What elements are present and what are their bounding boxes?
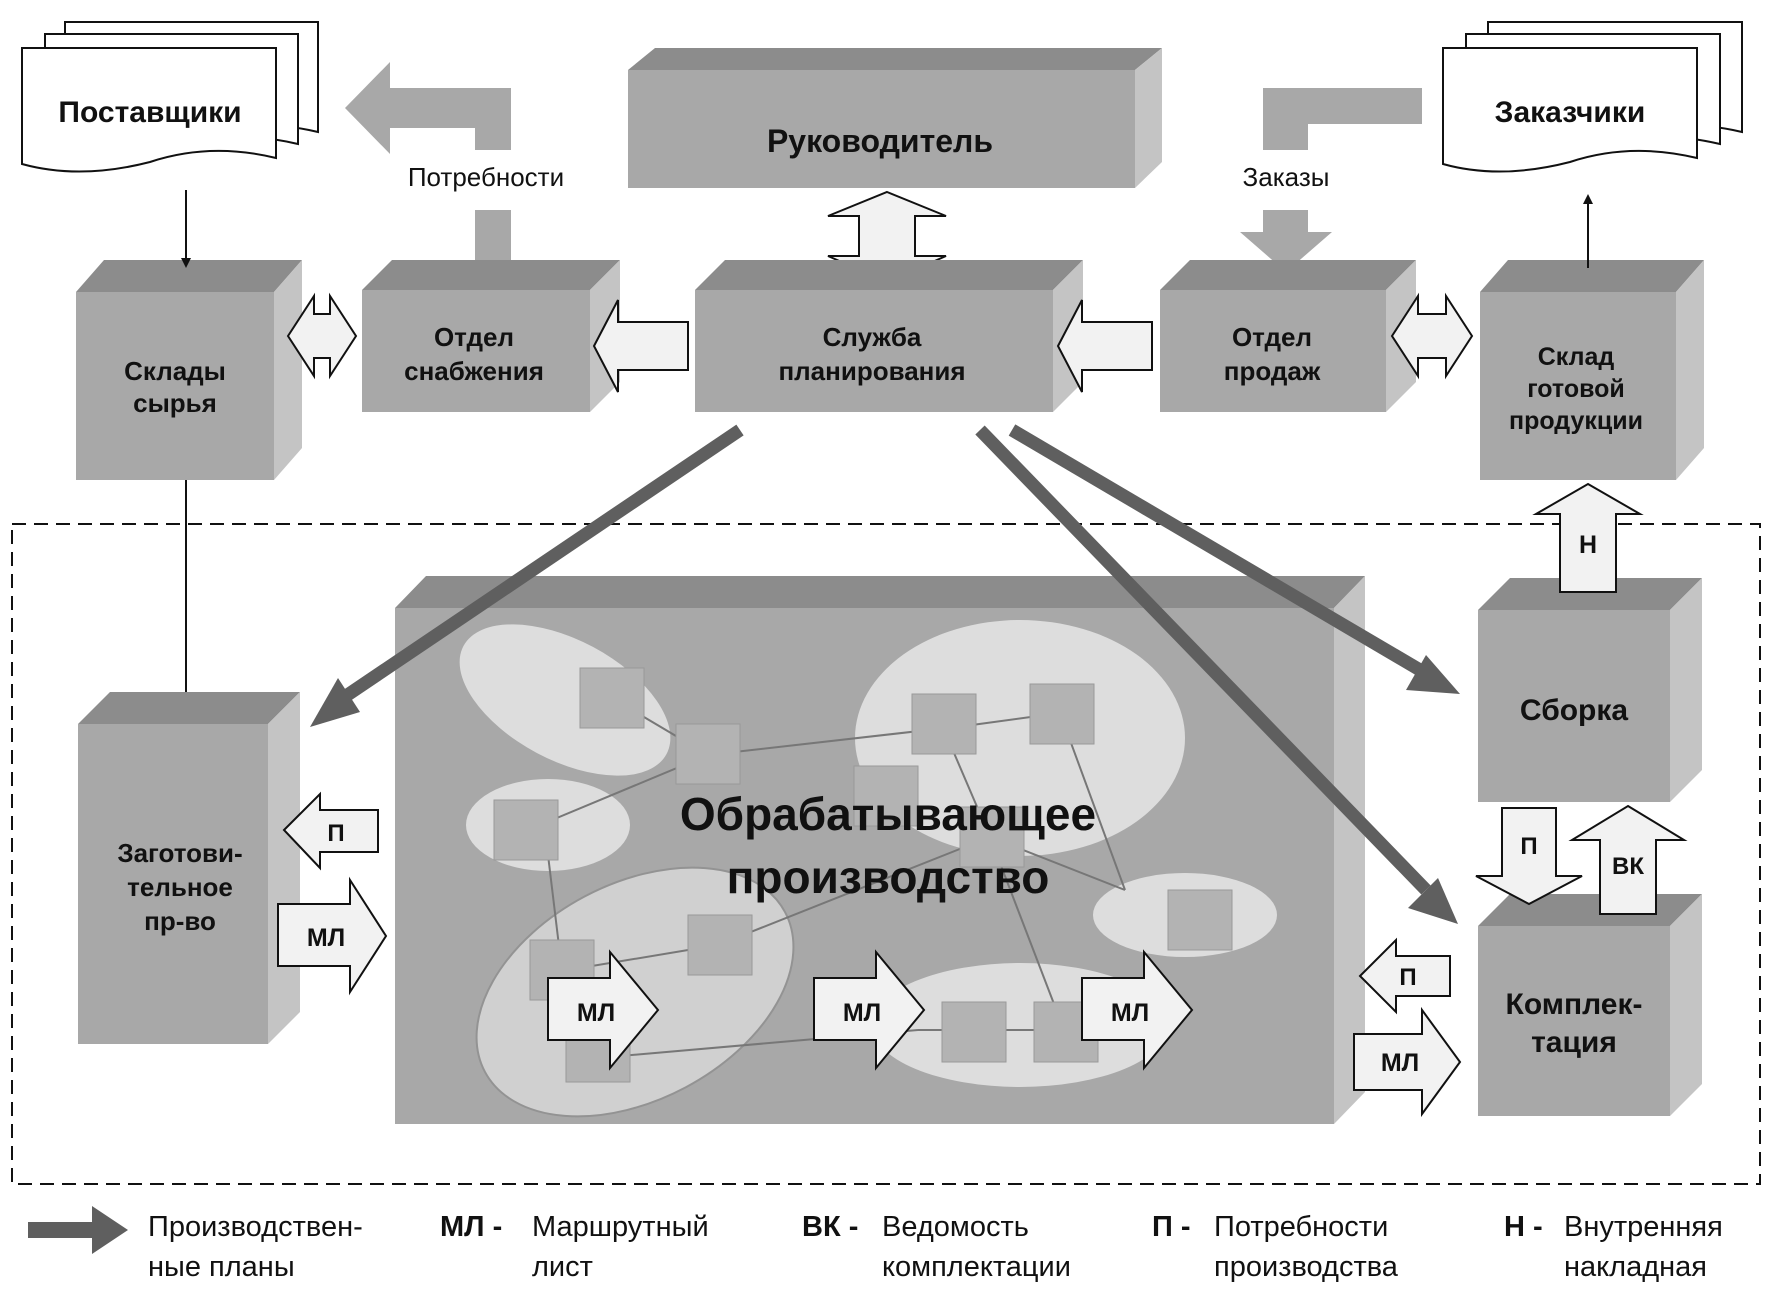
ml-inner-3-label: МЛ	[1111, 999, 1149, 1027]
raw-warehouse-line1: Склады	[124, 356, 226, 386]
legend-arrow-icon	[92, 1206, 128, 1254]
legend-plans-line1: Производствен-	[148, 1211, 363, 1243]
sales-dept-box: Отдел продаж	[1160, 260, 1416, 412]
ml-inner-2-label: МЛ	[843, 999, 881, 1027]
n-label: Н	[1579, 531, 1597, 559]
vk-label: ВК	[1612, 853, 1644, 880]
plan-arrow-to-kitting	[975, 425, 1458, 924]
finished-warehouse-box: Склад готовой продукции	[1480, 260, 1704, 480]
kitting-box: Комплек- тация	[1478, 894, 1702, 1116]
customers-label: Заказчики	[1495, 96, 1646, 129]
preparation-line3: пр-во	[144, 906, 216, 936]
planning-line2: планирования	[778, 356, 965, 386]
kitting-line2: тация	[1531, 1026, 1617, 1059]
finished-line1: Склад	[1538, 343, 1615, 371]
legend-item-vk: ВК - Ведомость комплектации	[802, 1211, 1071, 1283]
needs-label: Потребности	[408, 162, 564, 192]
sales-line1: Отдел	[1232, 322, 1312, 352]
legend-vk-line2: комплектации	[882, 1251, 1071, 1283]
finished-line3: продукции	[1509, 407, 1643, 435]
legend-p-abbr: П -	[1152, 1211, 1191, 1243]
planning-line1: Служба	[823, 322, 922, 352]
processing-box: Обрабатывающее производство МЛ МЛ МЛ	[395, 576, 1365, 1124]
sales-planning-arrow	[1056, 299, 1153, 393]
ml-prep-label: МЛ	[307, 924, 345, 952]
orders-arrow	[1240, 88, 1422, 272]
preparation-line1: Заготови-	[117, 838, 242, 868]
supply-dept-box: Отдел снабжения	[362, 260, 620, 412]
legend-item-n: Н - Внутренняя накладная	[1504, 1211, 1723, 1283]
legend: Производствен- ные планы МЛ - Маршрутный…	[28, 1206, 1723, 1283]
finished-line2: готовой	[1527, 375, 1625, 403]
legend-n-line2: накладная	[1564, 1251, 1707, 1283]
sales-finished-double-arrow	[1390, 292, 1474, 380]
ml-arrow-inner-1: МЛ	[547, 949, 660, 1071]
legend-item-ml: МЛ - Маршрутный лист	[440, 1211, 709, 1283]
processing-line1: Обрабатывающее	[680, 788, 1096, 840]
ml-inner-1-label: МЛ	[577, 999, 615, 1027]
legend-plans-line2: ные планы	[148, 1251, 295, 1283]
ml-arrow-inner-2: МЛ	[813, 949, 926, 1071]
legend-item-p: П - Потребности производства	[1152, 1211, 1399, 1283]
supply-line2: снабжения	[404, 356, 544, 386]
orders-label: Заказы	[1243, 162, 1330, 192]
ml-arrow-prep: МЛ	[277, 876, 388, 996]
p-left-kit-label: П	[1399, 964, 1416, 991]
ml-kit-label: МЛ	[1381, 1049, 1419, 1077]
customers-doc: Заказчики	[1442, 21, 1743, 173]
ml-arrow-inner-3: МЛ	[1081, 949, 1194, 1071]
preparation-box: Заготови- тельное пр-во	[78, 692, 300, 1044]
suppliers-label: Поставщики	[58, 96, 241, 129]
plan-arrows	[310, 424, 1460, 924]
legend-ml-line2: лист	[532, 1251, 593, 1283]
preparation-line2: тельное	[127, 872, 233, 902]
p-down-label: П	[1520, 833, 1537, 860]
supply-line1: Отдел	[434, 322, 514, 352]
ml-arrow-kit: МЛ	[1353, 1006, 1462, 1118]
legend-p-line2: производства	[1214, 1251, 1399, 1283]
n-arrow: Н	[1532, 482, 1644, 593]
planning-box: Служба планирования	[695, 260, 1083, 412]
processing-line2: производство	[727, 851, 1050, 903]
legend-ml-line1: Маршрутный	[532, 1211, 709, 1243]
plan-arrow-to-preparation	[310, 424, 744, 727]
legend-ml-abbr: МЛ -	[440, 1211, 502, 1243]
legend-item-plans: Производствен- ные планы	[28, 1206, 363, 1283]
suppliers-doc: Поставщики	[21, 21, 319, 173]
sales-line2: продаж	[1224, 356, 1321, 386]
legend-p-line1: Потребности	[1214, 1211, 1388, 1243]
production-boundary	[11, 523, 1761, 1185]
p-arrow-left-kit: П	[1358, 937, 1451, 1015]
manager-label: Руководитель	[767, 123, 993, 159]
vk-arrow-up: ВК	[1568, 804, 1688, 915]
manager-box: Руководитель	[628, 48, 1162, 188]
legend-n-abbr: Н -	[1504, 1211, 1543, 1243]
assembly-box: Сборка	[1478, 578, 1702, 802]
p-arrow-down: П	[1475, 807, 1583, 906]
legend-vk-line1: Ведомость	[882, 1211, 1029, 1243]
p-arrow-left-prep: П	[282, 791, 379, 871]
planning-supply-arrow	[592, 299, 689, 393]
legend-n-line1: Внутренняя	[1564, 1211, 1723, 1243]
plan-arrow-to-assembly	[1008, 424, 1460, 694]
kitting-line1: Комплек-	[1506, 988, 1643, 1021]
p-left-prep-label: П	[327, 820, 344, 847]
raw-warehouse-line2: сырья	[133, 388, 217, 418]
raw-supply-double-arrow	[286, 292, 358, 380]
legend-vk-abbr: ВК -	[802, 1211, 858, 1243]
assembly-label: Сборка	[1520, 694, 1628, 727]
raw-warehouse-box: Склады сырья	[76, 260, 302, 480]
